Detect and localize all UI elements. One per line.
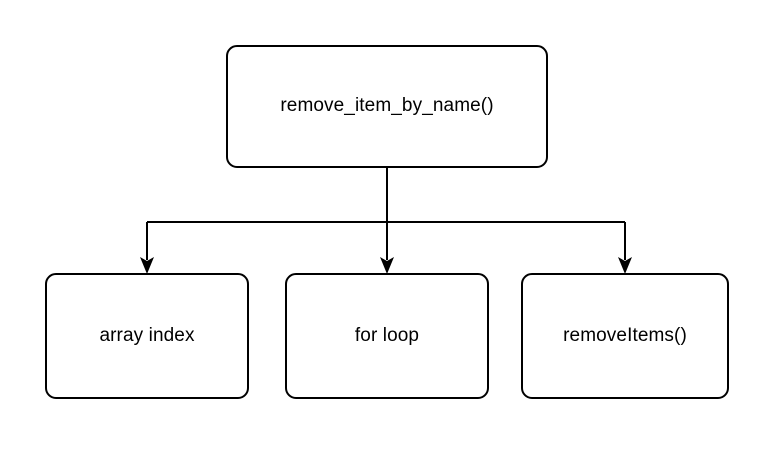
arrowhead-for-loop (380, 257, 394, 274)
node-label: array index (99, 324, 195, 346)
node-label: remove_item_by_name() (280, 95, 494, 117)
arrowhead-remove-items (618, 257, 632, 274)
node-remove-item-by-name[interactable]: remove_item_by_name() (226, 45, 548, 168)
node-remove-items[interactable]: removeItems() (521, 273, 729, 399)
node-for-loop[interactable]: for loop (285, 273, 489, 399)
node-label: for loop (354, 324, 420, 346)
node-array-index[interactable]: array index (45, 273, 249, 399)
node-label: removeItems() (563, 324, 687, 346)
arrowhead-array-index (140, 257, 154, 274)
